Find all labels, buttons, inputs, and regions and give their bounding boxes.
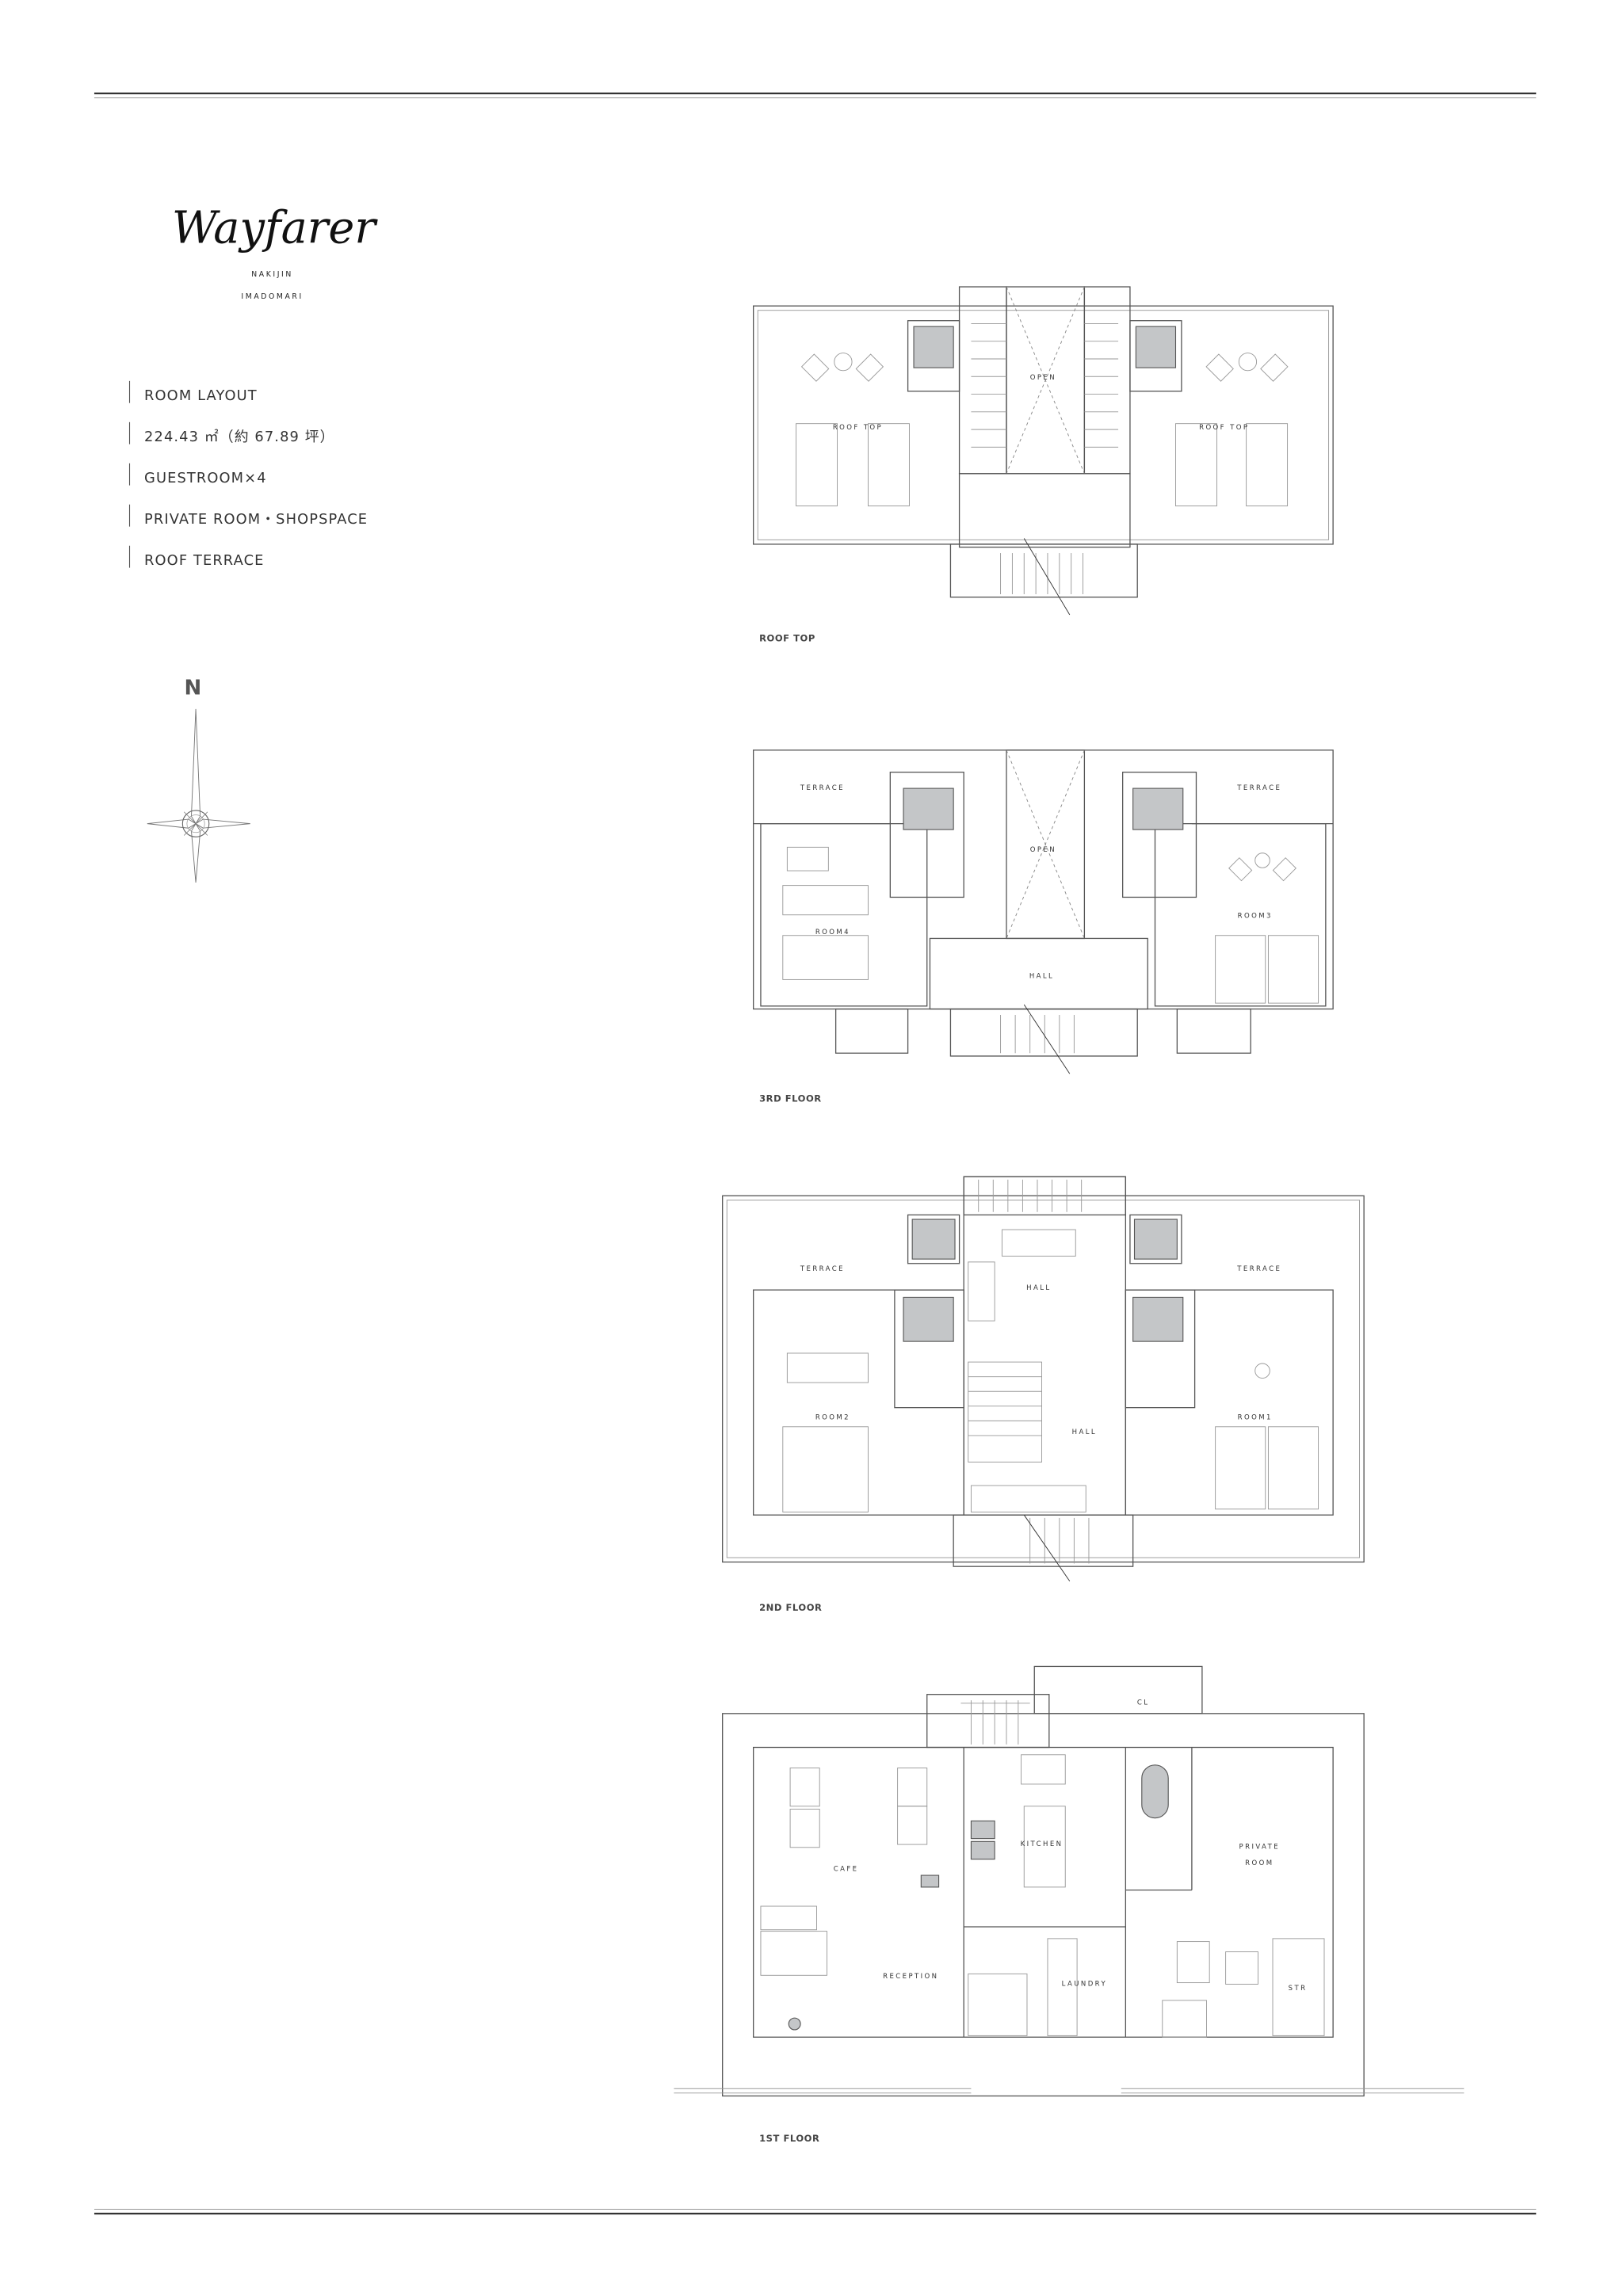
first-floor-title: 1ST FLOOR [759,2133,819,2144]
wayfarer-logo: Wayfarer [172,202,378,254]
label-open: OPEN [1030,846,1056,854]
label-roof-top-left: ROOF TOP [833,424,883,432]
label-hall-lower: HALL [1072,1428,1097,1436]
label-reception: RECEPTION [883,1973,938,1981]
label-room1: ROOM1 [1238,1414,1273,1422]
info-area: 224.43 ㎡（約 67.89 坪） [144,428,335,445]
label-str: STR [1289,1985,1308,1993]
info-list: ROOM LAYOUT 224.43 ㎡（約 67.89 坪） GUESTROO… [128,380,368,569]
label-roof-top-right: ROOF TOP [1199,424,1249,432]
label-room4: ROOM4 [815,929,850,936]
label-terrace-right: TERRACE [1236,1265,1281,1273]
brand-location-1: NAKIJIN [251,270,293,279]
info-roof-terrace: ROOF TERRACE [144,552,264,569]
label-kitchen: KITCHEN [1021,1840,1064,1848]
second-floor-title: 2ND FLOOR [759,1602,822,1613]
roof-top-title: ROOF TOP [759,632,815,643]
label-hall-upper: HALL [1026,1284,1051,1292]
info-guestrooms: GUESTROOM×4 [144,470,267,486]
info-private-room: PRIVATE ROOM・SHOPSPACE [144,511,368,528]
label-private: PRIVATE [1239,1844,1280,1852]
third-floor-plan: TERRACE TERRACE OPEN ROOM4 ROOM3 HALL 3R… [753,749,1334,1104]
lounge-chairs-right [1175,353,1289,507]
bottom-rule [94,2209,1537,2215]
label-terrace-right: TERRACE [1236,784,1281,792]
first-floor-plan: CL CAFE KITCHEN PRIVATE ROOM RECEPTION L… [674,1665,1465,2144]
label-room2: ROOM2 [815,1414,850,1422]
label-cl: CL [1137,1699,1150,1707]
label-open: OPEN [1030,374,1056,382]
label-cafe: CAFE [834,1865,859,1873]
info-room-layout: ROOM LAYOUT [144,387,258,404]
label-terrace-left: TERRACE [800,784,845,792]
third-floor-title: 3RD FLOOR [759,1093,822,1104]
label-laundry: LAUNDRY [1062,1980,1107,1988]
brand-location-2: IMADOMARI [241,292,303,301]
top-rule [94,92,1537,98]
label-terrace-left: TERRACE [800,1265,845,1273]
lounge-chairs-left [796,353,910,507]
second-floor-plan: TERRACE TERRACE HALL ROOM2 HALL ROOM1 2N… [722,1176,1365,1613]
north-compass-icon: N [147,676,250,883]
label-hall: HALL [1029,973,1054,981]
north-label: N [184,676,201,700]
label-room: ROOM [1245,1859,1274,1867]
label-room3: ROOM3 [1238,912,1273,920]
roof-top-plan: OPEN ROOF TOP ROOF TOP ROOF TOP [753,286,1334,643]
